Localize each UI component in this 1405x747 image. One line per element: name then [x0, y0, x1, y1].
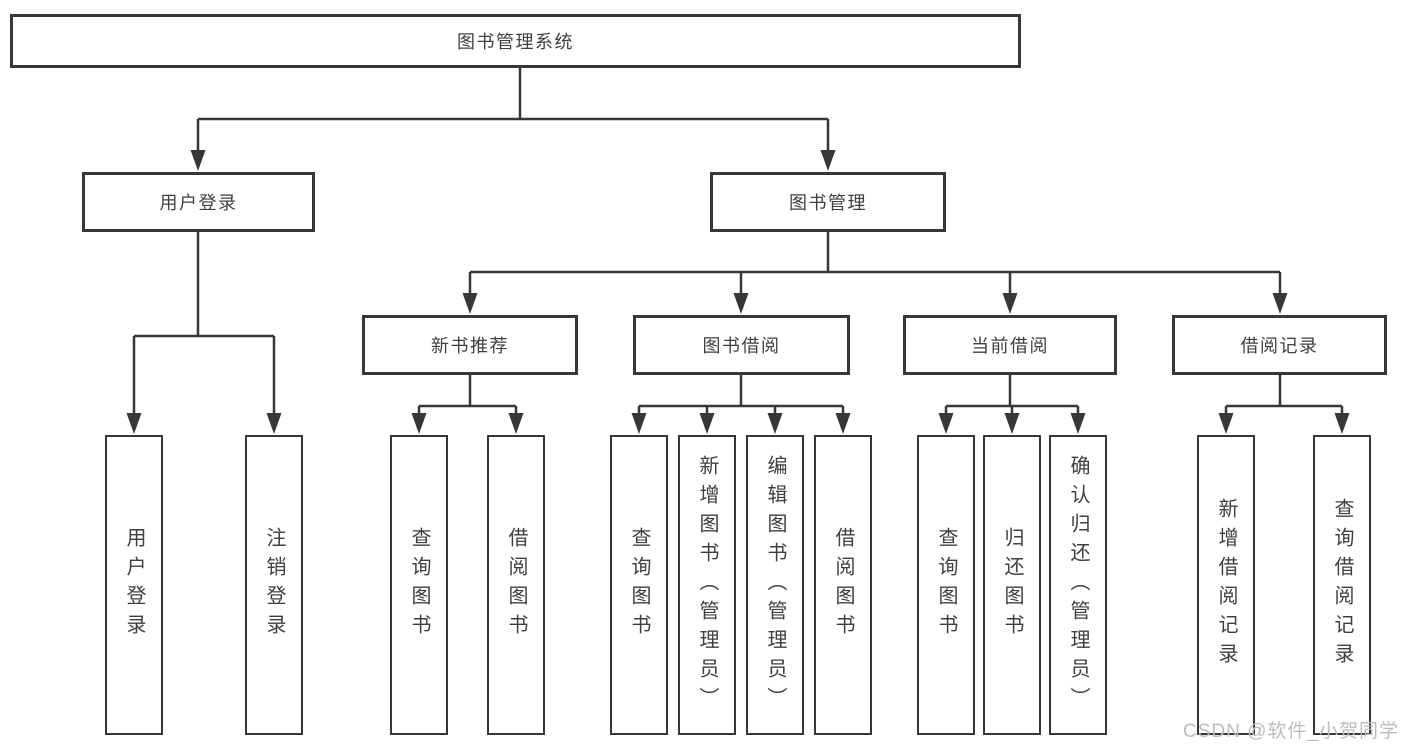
arrowhead: [1272, 293, 1288, 314]
leaf-query-books-recommend-label: 查询图书: [408, 527, 430, 643]
leaf-borrow-books-recommend-label: 借阅图书: [505, 527, 527, 643]
arrowhead: [411, 413, 427, 434]
leaf-query-borrow-record-label: 查询借阅记录: [1331, 498, 1353, 672]
node-borrow-records: 借阅记录: [1172, 315, 1387, 375]
leaf-add-borrow-record: 新增借阅记录: [1197, 435, 1255, 735]
connector-root-to-level2: [196, 68, 830, 153]
arrowhead: [126, 413, 142, 434]
node-book-management-label: 图书管理: [789, 193, 867, 213]
connector-level3-to-leaves: [417, 375, 1344, 416]
arrowhead: [266, 413, 282, 434]
arrowhead: [462, 293, 478, 314]
node-root: 图书管理系统: [10, 14, 1021, 68]
leaf-add-book-admin: 新增图书（管理员）: [678, 435, 736, 735]
leaf-query-books-current-label: 查询图书: [935, 527, 957, 643]
arrowhead: [733, 293, 749, 314]
leaf-user-login: 用户登录: [105, 435, 163, 735]
leaf-borrow-books-borrow: 借阅图书: [814, 435, 872, 735]
connector-book-mgmt-to-level3: [468, 232, 1282, 296]
arrowhead: [1218, 413, 1234, 434]
arrowhead: [190, 150, 206, 171]
leaf-return-book: 归还图书: [983, 435, 1041, 735]
leaf-query-books-current: 查询图书: [917, 435, 975, 735]
arrowhead: [631, 413, 647, 434]
leaf-logout-label: 注销登录: [263, 527, 285, 643]
node-borrow-records-label: 借阅记录: [1240, 336, 1319, 356]
node-root-label: 图书管理系统: [457, 32, 574, 52]
arrowhead: [1334, 413, 1350, 434]
node-new-book-recommend: 新书推荐: [362, 315, 578, 375]
arrowhead: [1070, 413, 1086, 434]
leaf-query-books-borrow: 查询图书: [610, 435, 668, 735]
leaf-query-books-recommend: 查询图书: [390, 435, 448, 735]
csdn-watermark: CSDN @软件_小贺同学: [1183, 721, 1399, 742]
arrowheads: [126, 150, 1350, 434]
arrowhead: [820, 150, 836, 171]
leaf-borrow-books-recommend: 借阅图书: [487, 435, 545, 735]
arrowhead: [938, 413, 954, 434]
leaf-user-login-label: 用户登录: [123, 527, 145, 643]
node-current-borrow: 当前借阅: [903, 315, 1117, 375]
node-user-login-label: 用户登录: [159, 193, 238, 213]
arrowhead: [1004, 413, 1020, 434]
node-user-login: 用户登录: [82, 172, 315, 232]
leaf-add-book-admin-label: 新增图书（管理员）: [696, 454, 718, 716]
leaf-add-borrow-record-label: 新增借阅记录: [1215, 498, 1237, 672]
arrowhead: [508, 413, 524, 434]
leaf-return-book-label: 归还图书: [1001, 527, 1023, 643]
node-current-borrow-label: 当前借阅: [971, 336, 1049, 356]
arrowhead: [835, 413, 851, 434]
node-book-management: 图书管理: [710, 172, 946, 232]
arrowhead: [767, 413, 783, 434]
leaf-confirm-return-admin: 确认归还（管理员）: [1049, 435, 1107, 735]
arrowhead: [699, 413, 715, 434]
leaf-edit-book-admin-label: 编辑图书（管理员）: [764, 454, 786, 716]
connector-user-login-to-leaves: [132, 232, 276, 416]
leaf-query-borrow-record: 查询借阅记录: [1313, 435, 1371, 735]
leaf-logout: 注销登录: [245, 435, 303, 735]
node-new-book-recommend-label: 新书推荐: [431, 336, 509, 356]
node-book-borrow: 图书借阅: [633, 315, 850, 375]
leaf-borrow-books-borrow-label: 借阅图书: [832, 527, 854, 643]
leaf-query-books-borrow-label: 查询图书: [628, 527, 650, 643]
node-book-borrow-label: 图书借阅: [702, 336, 781, 356]
leaf-edit-book-admin: 编辑图书（管理员）: [746, 435, 804, 735]
leaf-confirm-return-admin-label: 确认归还（管理员）: [1067, 454, 1089, 716]
arrowhead: [1002, 293, 1018, 314]
